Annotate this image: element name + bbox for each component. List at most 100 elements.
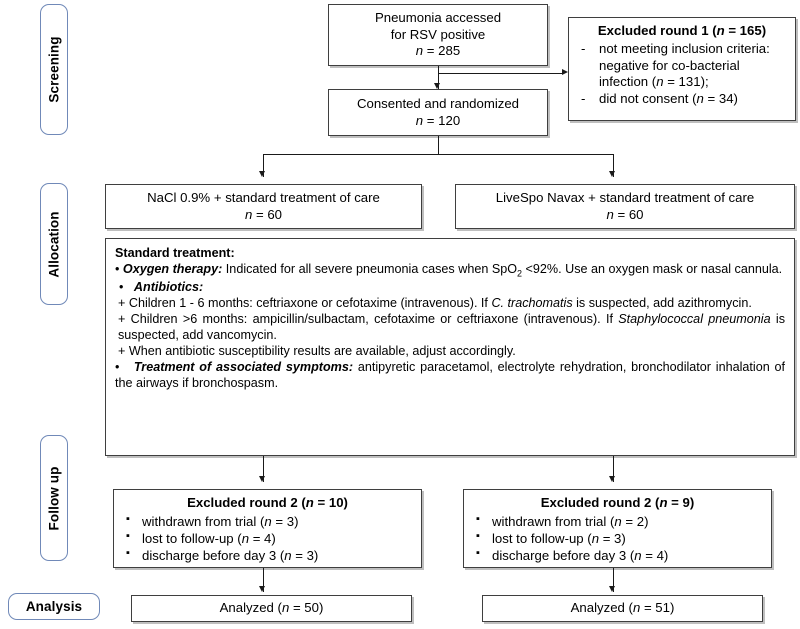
excluded2-left-item3-n: n <box>284 548 292 564</box>
box-analyzed-right: Analyzed (n = 51) <box>482 595 763 622</box>
excluded2-left-item2-n: n <box>241 531 250 547</box>
dash-marker-icon: - <box>581 40 586 56</box>
excluded1-title-a: Excluded round 1 ( <box>597 23 717 38</box>
arrow-std-to-excluded2-right <box>609 476 616 482</box>
excluded2-left-list: ▪withdrawn from trial (n = 3) ▪lost to f… <box>122 513 413 564</box>
stage-label-analysis: Analysis <box>8 593 100 620</box>
list-item: -did not consent (n = 34) <box>577 91 787 108</box>
excluded1-title: Excluded round 1 (n = 165) <box>577 23 787 40</box>
square-bullet-icon: ▪ <box>126 512 130 525</box>
dash-marker-icon: - <box>581 90 586 106</box>
arrow-to-arm-right <box>609 171 616 177</box>
symptoms-text: antipyretic paracetamol, electrolyte reh… <box>115 359 786 390</box>
excluded2-right-item2-a: lost to follow-up ( <box>492 531 592 547</box>
arm-left-n-symbol: n <box>244 206 253 222</box>
bullet-icon: • <box>115 261 123 276</box>
standard-treatment-antibiotic-line-1: + Children 1 - 6 months: ceftriaxone or … <box>115 296 785 312</box>
arm-left-n-value: = 60 <box>252 206 283 222</box>
excluded2-left-item2-a: lost to follow-up ( <box>142 531 242 547</box>
randomized-n-value: = 120 <box>423 112 461 128</box>
connector-randomized-down <box>438 136 439 154</box>
list-item: ▪ discharge before day 3 (n = 3) <box>122 547 413 564</box>
standard-treatment-antibiotic-line-2: + Children >6 months: ampicillin/sulbact… <box>115 312 785 344</box>
arm-right-n-value: = 60 <box>613 206 644 222</box>
arm-right-line-1: LiveSpo Navax + standard treatment of ca… <box>495 189 755 205</box>
square-bullet-icon: ▪ <box>126 547 130 560</box>
analyzed-left-a: Analyzed ( <box>219 600 282 616</box>
excluded2-right-item1-n: n <box>614 513 622 529</box>
assessed-n-value: = 285 <box>423 43 461 59</box>
excluded2-left-title: Excluded round 2 (n = 10) <box>122 495 413 512</box>
excluded1-item2-a: did not consent ( <box>599 90 697 106</box>
arrow-excluded2-left-to-analyzed <box>259 586 266 592</box>
excluded2-left-title-b: = 10) <box>313 495 348 510</box>
arm-right-line-2: n = 60 <box>606 207 643 224</box>
bullet-icon: • <box>119 279 134 294</box>
oxygen-text-a: Indicated for all severe pneumonia cases… <box>222 261 518 276</box>
bullet-icon: • <box>115 359 134 374</box>
excluded1-list: -not meeting inclusion criteria: negativ… <box>577 41 787 108</box>
standard-treatment-antibiotic-line-3: + When antibiotic susceptibility results… <box>118 343 516 358</box>
stage-label-screening: Screening <box>40 4 68 135</box>
antibiotic-1-b: is suspected, add azithromycin. <box>572 295 752 310</box>
box-assessed: Pneumonia accessed for RSV positive n = … <box>328 4 548 66</box>
analyzed-right-a: Analyzed ( <box>570 600 633 616</box>
arm-left-line-2: n = 60 <box>245 207 282 224</box>
square-bullet-icon: ▪ <box>476 547 480 560</box>
excluded2-right-title-b: = 9) <box>667 495 695 510</box>
excluded2-right-title: Excluded round 2 (n = 9) <box>472 495 763 512</box>
standard-treatment-heading: Standard treatment: <box>115 246 235 260</box>
antibiotic-2-b: is suspected, add vancomycin. <box>118 311 786 342</box>
excluded2-left-title-a: Excluded round 2 ( <box>187 495 306 510</box>
excluded2-left-item3-a: discharge before day 3 ( <box>142 548 285 564</box>
stage-label-screening-text: Screening <box>46 36 62 103</box>
stage-label-followup: Follow up <box>40 435 68 561</box>
list-item: ▪discharge before day 3 (n = 4) <box>472 547 763 564</box>
excluded2-right-title-a: Excluded round 2 ( <box>540 495 660 510</box>
excluded2-left-item2-b: = 4) <box>249 531 276 547</box>
excluded1-item1-n: n <box>656 74 664 90</box>
excluded1-item1-b: = 131); <box>663 74 709 90</box>
excluded2-left-item3-b: = 3) <box>291 548 319 564</box>
arrow-assessed-to-randomized <box>434 83 441 89</box>
stage-label-allocation-text: Allocation <box>46 210 62 278</box>
connector-excluded2-left-to-analyzed <box>263 568 264 592</box>
assessed-n-symbol: n <box>415 43 424 59</box>
antibiotic-1-italic: C. trachomatis <box>491 295 573 310</box>
box-excluded-round-1: Excluded round 1 (n = 165) -not meeting … <box>568 17 796 121</box>
excluded2-right-item1-b: = 2) <box>621 513 649 529</box>
analyzed-left-n: n <box>281 600 290 616</box>
connector-assessed-to-randomized <box>438 66 439 89</box>
analyzed-right-n: n <box>632 600 641 616</box>
stage-label-allocation: Allocation <box>40 183 68 305</box>
arrow-to-arm-left <box>259 171 266 177</box>
connector-excluded2-right-to-analyzed <box>613 568 614 592</box>
arrow-excluded2-right-to-analyzed <box>609 586 616 592</box>
excluded1-title-b: = 165) <box>724 23 767 38</box>
excluded2-left-title-n: n <box>305 495 314 510</box>
oxygen-label: Oxygen therapy: <box>122 261 223 276</box>
assessed-line-2: for RSV positive <box>390 26 486 42</box>
symptoms-label: Treatment of associated symptoms: <box>133 359 354 374</box>
list-item: -not meeting inclusion criteria: negativ… <box>577 41 787 91</box>
square-bullet-icon: ▪ <box>476 512 480 525</box>
list-item: ▪lost to follow-up (n = 4) <box>122 530 413 547</box>
excluded2-right-title-n: n <box>659 495 668 510</box>
stage-label-analysis-text: Analysis <box>25 599 83 614</box>
randomized-n-symbol: n <box>415 112 424 128</box>
excluded2-right-item3-b: = 4) <box>641 548 669 564</box>
excluded1-title-n: n <box>716 23 725 38</box>
oxygen-sub: 2 <box>517 268 523 279</box>
arm-right-n-symbol: n <box>606 206 614 222</box>
list-item: ▪lost to follow-up (n = 3) <box>472 530 763 547</box>
box-analyzed-left: Analyzed (n = 50) <box>131 595 412 622</box>
excluded2-right-list: ▪withdrawn from trial (n = 2) ▪lost to f… <box>472 513 763 564</box>
standard-treatment-symptoms: • Treatment of associated symptoms: anti… <box>115 360 785 392</box>
list-item: ▪withdrawn from trial (n = 3) <box>122 513 413 530</box>
square-bullet-icon: ▪ <box>476 530 480 543</box>
analyzed-right-text: Analyzed (n = 51) <box>571 600 675 617</box>
antibiotics-label: Antibiotics: <box>133 279 204 294</box>
box-excluded-round-2-left: Excluded round 2 (n = 10) ▪withdrawn fro… <box>113 489 422 568</box>
analyzed-right-b: = 51) <box>640 600 675 616</box>
standard-treatment-antibiotics-heading: • Antibiotics: <box>115 280 785 296</box>
